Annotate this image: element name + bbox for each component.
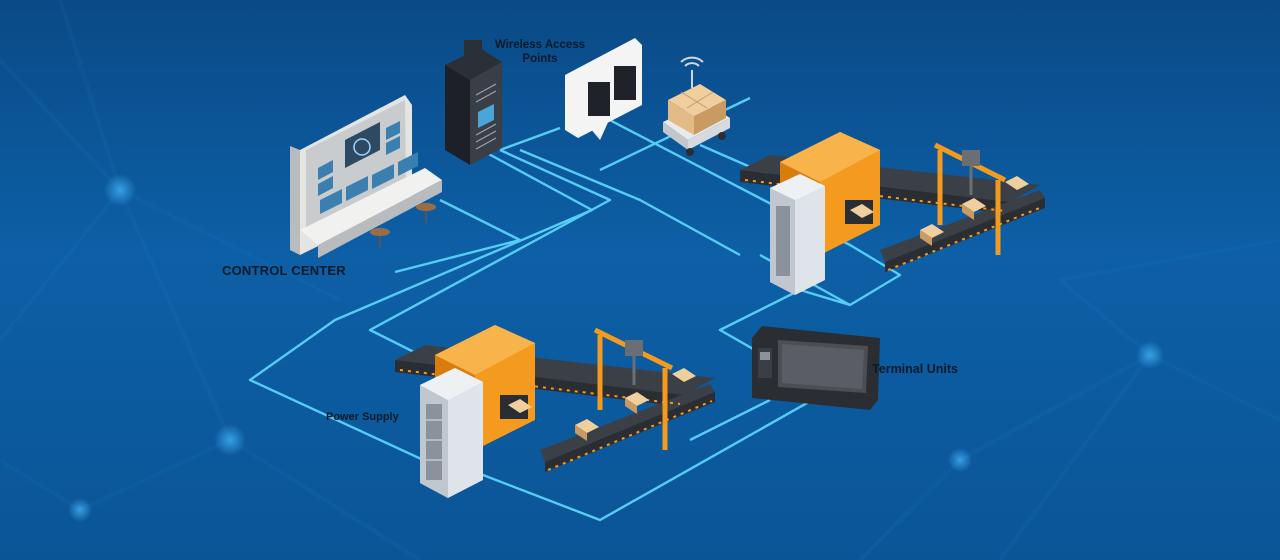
- server-tower-icon: [445, 40, 502, 165]
- background-nodes: [68, 174, 1164, 522]
- production-line-icon: [740, 132, 1045, 295]
- production-line-icon: [395, 325, 715, 472]
- power-supply-label: Power Supply: [326, 411, 399, 423]
- wireless-access-points-label: Wireless Access Points: [494, 39, 586, 65]
- terminal-unit-icon: [752, 326, 880, 410]
- control-center-label: CONTROL CENTER: [222, 263, 346, 278]
- terminal-units-label: Terminal Units: [872, 362, 958, 376]
- power-supply-cabinet-icon: [420, 368, 483, 498]
- control-center-icon: [290, 95, 442, 258]
- wireless-access-point-icon: [565, 38, 642, 140]
- network-lines: [248, 96, 902, 522]
- pallet-cart-icon: [663, 56, 730, 156]
